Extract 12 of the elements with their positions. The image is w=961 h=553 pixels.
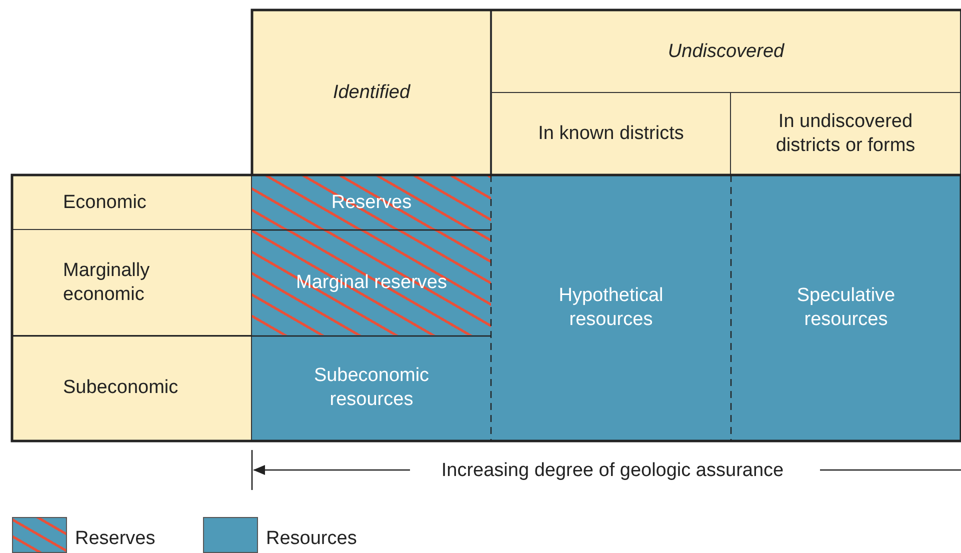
legend-label: Reserves [75,527,156,551]
table-cell: Subeconomic resources [252,335,491,441]
column-header: In known districts [491,92,731,175]
row-header: Subeconomic [12,335,252,441]
column-header: Identified [252,10,491,175]
table-cell: Hypothetical resources [491,175,731,441]
column-header: Undiscovered [491,10,961,93]
row-header: Economic [12,175,252,230]
table-cell: Speculative resources [731,175,961,441]
column-header: In undiscovered districts or forms [730,92,961,175]
row-header: Marginally economic [12,229,252,336]
legend-label: Resources [266,527,357,551]
